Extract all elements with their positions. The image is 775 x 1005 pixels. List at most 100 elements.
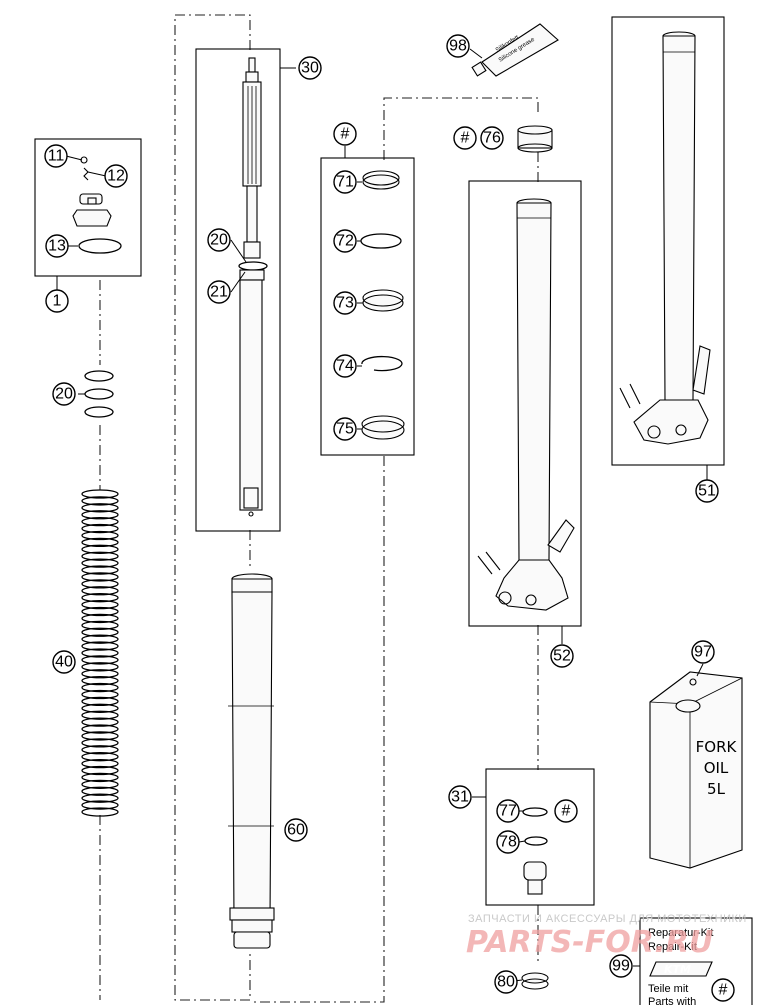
kit-ktm-logo: KTM [664,963,691,976]
repair-kit-99: Reparatur-Kit Repair-Kit KTM Teile mit P… [648,927,713,1005]
box-bushing-kit [320,157,415,456]
svg-text:12: 12 [107,168,125,185]
kit-text-teile: Teile mit [648,983,688,995]
callout-75: 75 [333,417,357,441]
spring-coil [81,676,119,686]
spring-coil [81,724,119,734]
svg-text:30: 30 [301,60,319,77]
callout-77: 77 [496,799,520,823]
box-outer-tube-right [611,16,725,466]
svg-text:#: # [461,130,470,147]
spring-coil [81,565,119,575]
svg-text:51: 51 [698,483,716,500]
watermark: ЗАПЧАСТИ И АКСЕССУАРЫ ДЛЯ МОТОТЕХНИКИ PA… [466,913,747,960]
spring-coil [81,530,119,541]
spring-coil [81,503,119,513]
callout-hash-kit: # [333,122,357,146]
callout-72: 72 [333,229,357,253]
callout-31: 31 [448,785,472,809]
spring-coil [81,634,119,644]
svg-text:#: # [719,982,728,999]
callout-98: 98 [446,34,470,58]
callout-78: 78 [496,830,520,854]
callout-60: 60 [284,818,308,842]
spring-coil [81,696,119,707]
spring-coil [81,682,119,693]
callout-hash-77: # [554,799,578,823]
callout-80: 80 [494,970,518,994]
washers-20 [84,370,114,418]
spring-coil [81,489,119,499]
callout-1: 1 [45,289,69,313]
spring-coil [81,648,119,658]
callout-73: 73 [333,291,357,315]
spring-coil [81,510,119,520]
callout-hash-99: # [711,978,735,1002]
bush-76 [517,125,553,153]
spring-coil [81,731,119,741]
spring-coil [81,689,119,700]
o-ring-13 [78,238,122,254]
spring-coil [81,551,119,561]
svg-text:20: 20 [55,386,73,403]
spring-coil [81,544,119,554]
svg-text:52: 52 [553,648,571,665]
spring-coil [81,745,119,755]
spring-coil [81,599,119,610]
spring-coil [81,669,119,679]
spring-coil [81,517,119,527]
callout-21: 21 [207,280,231,304]
svg-text:80: 80 [497,974,515,991]
svg-text:78: 78 [499,834,517,851]
box-valve-kit [485,768,595,906]
spring-coil [81,793,119,803]
spring-coil [81,523,119,534]
cap-body [72,209,112,227]
callout-97: 97 [691,640,715,664]
spring-coil [81,620,119,630]
spring-coil [81,807,119,817]
can-text-fork: FORK [696,738,738,756]
box-closing-cap [34,138,142,277]
watermark-big: PARTS-FOR.RU [466,925,713,960]
svg-text:#: # [562,803,571,820]
spring-coil [81,627,119,637]
spring-coil [81,496,119,506]
callout-99: 99 [609,954,633,978]
spring-coil [81,800,119,810]
svg-text:31: 31 [451,789,469,806]
svg-text:13: 13 [48,238,66,255]
watermark-small: ЗАПЧАСТИ И АКСЕССУАРЫ ДЛЯ МОТОТЕХНИКИ [468,913,747,925]
spring-coil [81,641,119,651]
svg-text:#: # [341,126,350,143]
kit-text-reparatur: Reparatur-Kit [648,927,713,939]
callout-13: 13 [45,234,69,258]
spring-coil [81,786,119,796]
spring-coil [81,606,119,617]
callout-12: 12 [104,164,128,188]
fork-oil-can-97: FORK OIL 5L [649,671,743,869]
svg-text:71: 71 [336,174,354,191]
svg-text:11: 11 [48,148,65,165]
seal-20 [238,261,268,271]
spring-coil [81,662,119,672]
callout-40: 40 [52,650,76,674]
spring-coil [81,537,119,548]
spring-coil [81,779,119,789]
callout-52: 52 [550,644,574,668]
spring-coil [81,655,119,665]
cartridge-30 [238,57,268,517]
spring-coil [81,710,119,720]
callout-74: 74 [333,354,357,378]
inner-tube-60 [228,573,275,949]
spring-coil [81,593,119,603]
svg-text:73: 73 [336,295,354,312]
box-repair-kit [639,917,753,1005]
can-text-oil: OIL [704,759,729,777]
spring-coil [81,586,119,596]
svg-text:75: 75 [336,421,354,438]
spring-coil [81,752,119,762]
kit-text-parts: Parts with [648,996,696,1005]
spring-coil [81,738,119,748]
